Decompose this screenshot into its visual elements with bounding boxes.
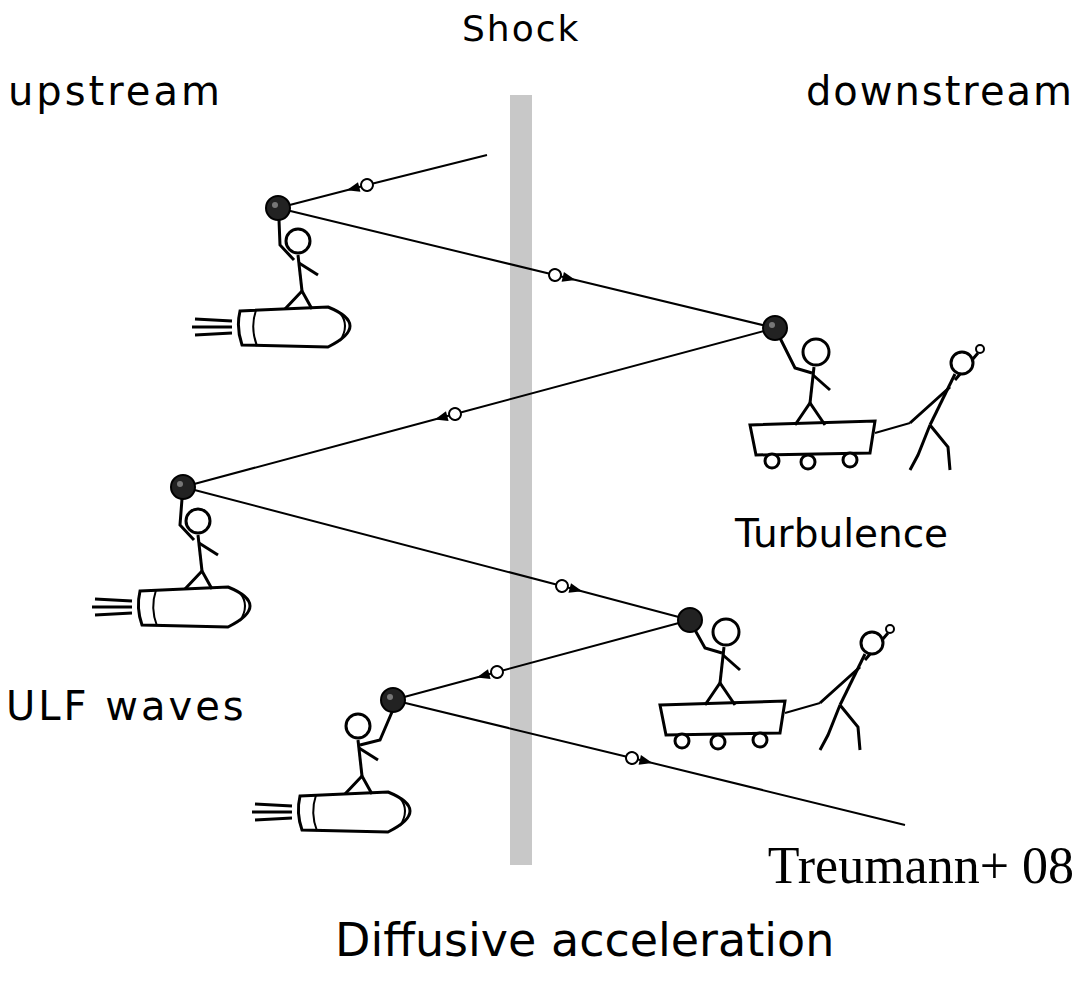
rocket-rider xyxy=(192,220,350,347)
source-credit: Treumann+ 08 xyxy=(768,836,1074,896)
region-label: ULF waves xyxy=(6,683,247,729)
path-segment xyxy=(278,155,487,208)
ball-highlight xyxy=(177,202,775,700)
cart-rider xyxy=(660,619,894,750)
shock-label: Shock xyxy=(462,8,580,49)
path-segment xyxy=(183,328,775,487)
path-segment xyxy=(393,620,690,700)
shock-front xyxy=(510,95,532,865)
path-segment xyxy=(278,208,775,328)
figure-caption: Diffusive acceleration xyxy=(335,914,834,967)
region-label: Turbulence xyxy=(735,512,948,557)
cart-rider xyxy=(750,338,984,470)
path-segment xyxy=(393,700,905,825)
region-label: upstream xyxy=(8,68,223,114)
rocket-rider xyxy=(92,499,250,627)
particle-ball xyxy=(171,196,787,712)
rocket-rider xyxy=(252,712,410,832)
region-label: downstream xyxy=(806,68,1074,114)
particle-path xyxy=(183,155,905,825)
path-segment xyxy=(183,487,690,620)
